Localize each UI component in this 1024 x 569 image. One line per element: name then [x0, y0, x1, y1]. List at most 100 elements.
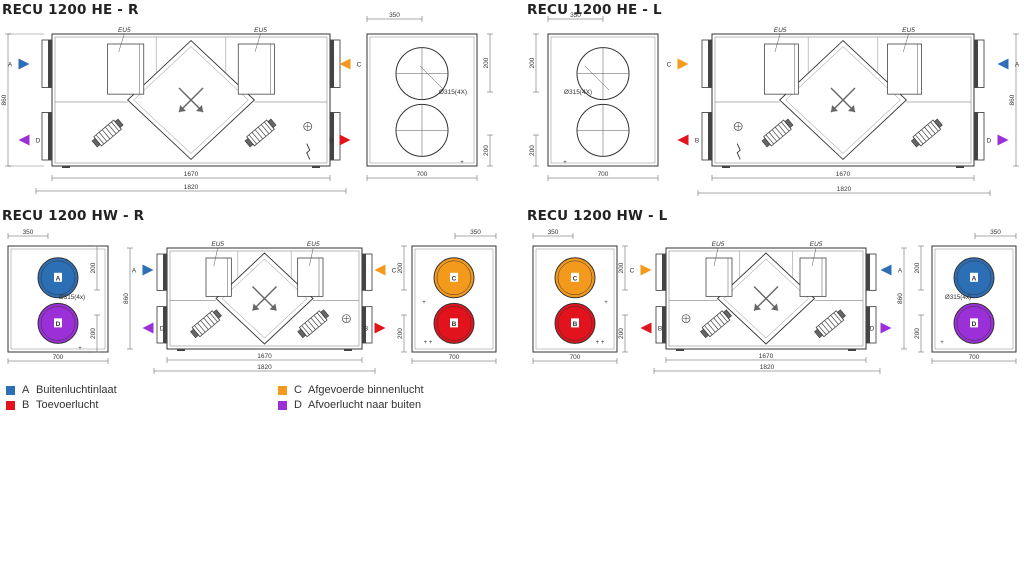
hw-r-mark: + [78, 346, 82, 352]
hw-r-left-end-inner [10, 248, 106, 350]
he-r-dim-200-bot-label: 200 [483, 145, 490, 156]
he-r-eu5-leader [254, 33, 261, 53]
hw-r-left-port-tag-top [54, 272, 62, 282]
he-r-dim-860-label: 860 [1, 94, 8, 105]
he-l-fan-right [910, 118, 943, 148]
hw-r-dim-350-right-label: 350 [470, 229, 481, 236]
hw-l-left-port-ring-bottom [557, 306, 593, 341]
he-r-fan-left-fin [105, 126, 114, 137]
he-l-fan-right-fin [915, 134, 924, 145]
he-r-fan-right-fin [264, 121, 273, 132]
he-r-exchanger-inner [133, 46, 249, 154]
he-l-inner [714, 36, 972, 164]
hw-r-fan-left-fin [194, 325, 203, 335]
he-l-fan-left-fin [774, 126, 784, 137]
he-l-fan-right-fin [918, 132, 927, 142]
he-r-port-a-arrow [18, 58, 30, 70]
he-l-fan-left-fin [768, 132, 778, 142]
hw-r-fan-left-fin [206, 315, 215, 325]
hw-l-right-port-tag-top [970, 272, 978, 282]
hw-l-port-b-arrow [640, 322, 652, 334]
he-l-dim-350-label: 350 [570, 12, 581, 19]
he-l-filter-right [887, 43, 922, 95]
he-l-foot [722, 166, 730, 168]
hw-l-flange-br [866, 306, 870, 343]
he-l-end-inner [550, 36, 656, 164]
he-r-diameter-label: Ø315(4X) [439, 89, 467, 96]
hw-l-filter-right [799, 257, 827, 297]
hw-l-fan-left-cap [723, 309, 732, 319]
hw-r-right-port-tag-top [450, 272, 458, 282]
he-r-inner [54, 36, 328, 164]
he-l-eu5-left: EU5 [774, 27, 787, 34]
he-r-dim-1670-label: 1670 [184, 171, 199, 178]
hw-r-fan-left-cap [190, 328, 199, 339]
legend-item-b: B Toevoerlucht [6, 399, 98, 411]
legend-item-c: C Afgevoerde binnenlucht [278, 384, 424, 396]
hw-l-left-port-letter-top: C [573, 275, 578, 282]
he-r-fan-right-fin [248, 134, 257, 145]
hw-r-right-port-ring-top [436, 260, 472, 296]
hw-r-fan-right-fin [316, 312, 326, 323]
hw-r-dim-1670-label: 1670 [257, 353, 272, 360]
he-l-fan-right-fin [927, 124, 936, 134]
hw-l-fan-right-fin [830, 315, 839, 325]
he-l-flow-head [848, 105, 855, 112]
hw-l-left-port-tag-top [571, 272, 579, 282]
he-r-port-c-letter: C [357, 62, 362, 69]
hw-l-dim-350-left-label: 350 [548, 229, 559, 236]
he-r-fan-right-cap [267, 118, 277, 129]
hw-l-dim-700-right-label: 700 [969, 354, 980, 361]
he-l-port-c-arrow [677, 58, 689, 70]
hw-l-dim-200-right-top-label: 200 [914, 262, 921, 273]
he-l-fan-left-fin [765, 134, 774, 145]
hw-r-right-end-inner [414, 248, 494, 350]
he-l-filter-left [764, 43, 799, 95]
hw-r-left-port-ring-bottom [40, 306, 76, 341]
he-r-filter-left [107, 43, 145, 95]
hw-l-fan-left [700, 309, 732, 339]
he-r-power-icon [306, 143, 311, 160]
hw-r-dim-200-right-top-label: 200 [397, 262, 404, 273]
hw-r-flange-br [362, 306, 366, 343]
hw-l-mark: + [604, 300, 608, 306]
he-r-fan-left-fin [101, 129, 111, 140]
hw-l-left-port-letter-bottom: B [573, 321, 578, 328]
hw-l-dim-350-right-label: 350 [990, 229, 1001, 236]
hw-l-dim-200-left-bot-label: 200 [618, 328, 625, 339]
he-l-port-b-arrow [677, 134, 689, 146]
hw-l-fan-left-fin [716, 315, 725, 325]
title-hw-l: RECU 1200 HW - L [527, 208, 668, 224]
he-l-mark: + [563, 160, 567, 166]
hw-l-mark: + + [596, 340, 605, 346]
hw-l-right-port-tag-bottom [970, 318, 978, 328]
hw-l-eu5-left: EU5 [712, 241, 725, 248]
he-r-flange-tl [48, 40, 52, 88]
hw-l-dim-200-right-bot-label: 200 [914, 328, 921, 339]
he-r-fan-right-fin [251, 132, 261, 142]
hw-l-port-d-letter: D [870, 326, 875, 333]
he-r-eu5-leader [118, 33, 125, 53]
hw-r-fan-left-fin [197, 322, 206, 333]
hw-r-dim-200-left-top-label: 200 [90, 262, 97, 273]
hw-r-diameter-label: Ø315(4x) [59, 294, 85, 301]
hw-l-fan-left-fin [713, 317, 722, 328]
he-r-dim-200-top-label: 200 [483, 57, 490, 68]
he-r-flange-tr [330, 40, 334, 88]
he-l-dim-200-bot-label: 200 [529, 145, 536, 156]
hw-r-flange-tr [362, 254, 366, 291]
he-l-fan-left-cap [761, 137, 771, 148]
legend-key-d: D [294, 399, 302, 411]
hw-l-fan-right-fin [827, 317, 836, 328]
he-l-port-a-arrow [997, 58, 1009, 70]
hw-l-flange-tl [662, 254, 666, 291]
hw-l-dim-200-left-top-label: 200 [618, 262, 625, 273]
hw-r-flow-head [269, 303, 277, 311]
he-l-dia-leader [584, 65, 610, 91]
he-r-foot [312, 166, 320, 168]
legend-key-c: C [294, 384, 302, 396]
hw-l-dim-860-label: 860 [897, 293, 904, 304]
hw-r-mark: + [422, 300, 426, 306]
hw-l-fan-right-fin [824, 320, 833, 330]
